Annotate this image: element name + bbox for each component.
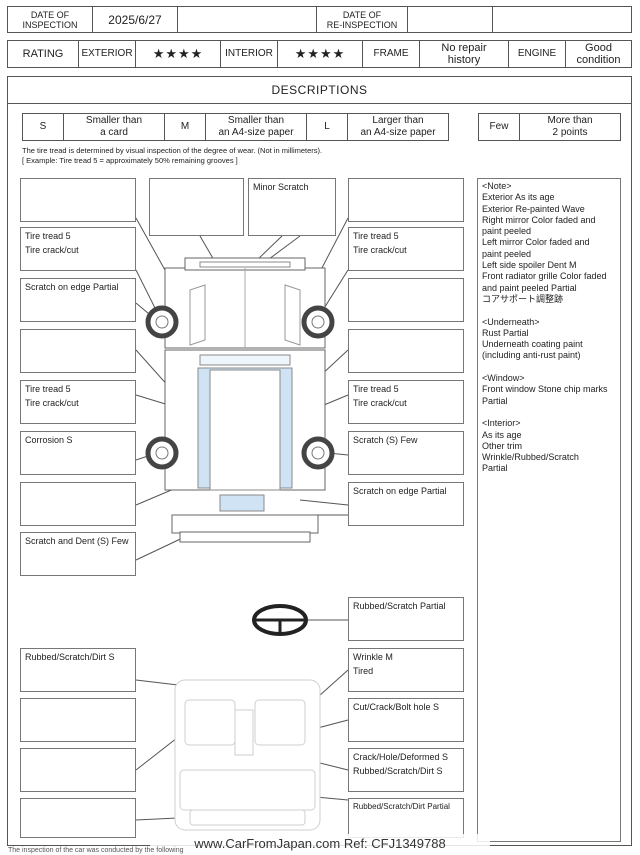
interior-right-box-3: Cut/Crack/Bolt hole S: [348, 698, 464, 742]
note-line: Left side spoiler Dent M: [482, 260, 577, 271]
note-line: [482, 305, 616, 316]
frame-label: FRAME: [362, 40, 420, 68]
watermark: www.CarFromJapan.com Ref: CFJ1349788: [150, 834, 490, 854]
left-box-6: Corrosion S: [20, 431, 136, 475]
exterior-label: EXTERIOR: [78, 40, 136, 68]
note-line: (including anti-rust paint): [482, 350, 581, 361]
tire-icons: [145, 305, 335, 470]
date-of-inspection-value: 2025/6/27: [92, 6, 178, 33]
date-of-reinspection-label: DATE OF RE-INSPECTION: [316, 6, 408, 33]
note-line: Rust Partial: [482, 327, 529, 338]
note-line: Exterior As its age: [482, 192, 555, 203]
vehicle-top-view: [164, 257, 326, 543]
note-line: paint peeled: [482, 226, 532, 237]
note-line: As its age: [482, 429, 522, 440]
bottom-note: The inspection of the car was conducted …: [8, 847, 184, 854]
right-box-6: Scratch (S) Few: [348, 431, 464, 475]
steering-wheel-icon: [252, 604, 308, 636]
note-line: Front radiator grille Color faded: [482, 271, 607, 282]
header-blank-right: [492, 6, 632, 33]
right-box-4: [348, 329, 464, 373]
interior-right-box-5: Rubbed/Scratch/Dirt Partial: [348, 798, 464, 838]
exterior-stars: ★★★★: [135, 40, 221, 68]
legend-few-text: More than 2 points: [519, 113, 621, 141]
note-line: [482, 407, 616, 418]
header-blank: [177, 6, 317, 33]
frame-value: No repair history: [419, 40, 509, 68]
rating-label: RATING: [7, 40, 79, 68]
left-box-4: [20, 329, 136, 373]
notes-panel: <Note> Exterior As its age Exterior Re-p…: [477, 178, 621, 842]
note-line: Front window Stone chip marks: [482, 384, 608, 395]
note-line: and paint peeled Partial: [482, 282, 577, 293]
note-line: [482, 362, 616, 373]
left-box-8: Scratch and Dent (S) Few: [20, 532, 136, 576]
note-line: <Window>: [482, 373, 525, 384]
interior-view: [174, 679, 321, 831]
note-line: <Underneath>: [482, 316, 540, 327]
left-box-1: [20, 178, 136, 222]
tread-note-line2: [ Example: Tire tread 5 = approximately …: [22, 156, 238, 165]
legend-l-code: L: [306, 113, 348, 141]
note-line: <Note>: [482, 181, 512, 191]
interior-left-box-2: [20, 698, 136, 742]
interior-left-box-4: [20, 798, 136, 838]
legend-m-text: Smaller than an A4-size paper: [205, 113, 307, 141]
right-box-7: Scratch on edge Partial: [348, 482, 464, 526]
interior-left-box-3: [20, 748, 136, 792]
note-line: Partial: [482, 463, 508, 474]
note-line: <Interior>: [482, 418, 521, 429]
note-line: Other trim: [482, 440, 523, 451]
note-line: Left mirror Color faded and: [482, 237, 590, 248]
interior-right-box-1: Rubbed/Scratch Partial: [348, 597, 464, 641]
engine-value: Good condition: [565, 40, 632, 68]
note-line: コアサポート調整跡: [482, 293, 564, 304]
right-box-1: [348, 178, 464, 222]
note-line: Right mirror Color faded and: [482, 214, 596, 225]
left-box-7: [20, 482, 136, 526]
legend-l-text: Larger than an A4-size paper: [347, 113, 449, 141]
note-line: paint peeled: [482, 248, 532, 259]
interior-label: INTERIOR: [220, 40, 278, 68]
note-line: Underneath coating paint: [482, 339, 583, 350]
top-center-box-2: Minor Scratch: [248, 178, 336, 236]
tread-note-line1: The tire tread is determined by visual i…: [22, 146, 323, 155]
date-of-inspection-label: DATE OF INSPECTION: [7, 6, 93, 33]
top-center-box-1: [149, 178, 244, 236]
interior-left-box-1: Rubbed/Scratch/Dirt S: [20, 648, 136, 692]
right-box-3: [348, 278, 464, 322]
legend-s-code: S: [22, 113, 64, 141]
note-line: Partial: [482, 395, 508, 406]
descriptions-title: DESCRIPTIONS: [7, 76, 632, 104]
interior-stars: ★★★★: [277, 40, 363, 68]
note-line: Exterior Re-painted Wave: [482, 203, 585, 214]
legend-few-code: Few: [478, 113, 520, 141]
note-line: Wrinkle/Rubbed/Scratch: [482, 452, 579, 463]
left-box-3: Scratch on edge Partial: [20, 278, 136, 322]
